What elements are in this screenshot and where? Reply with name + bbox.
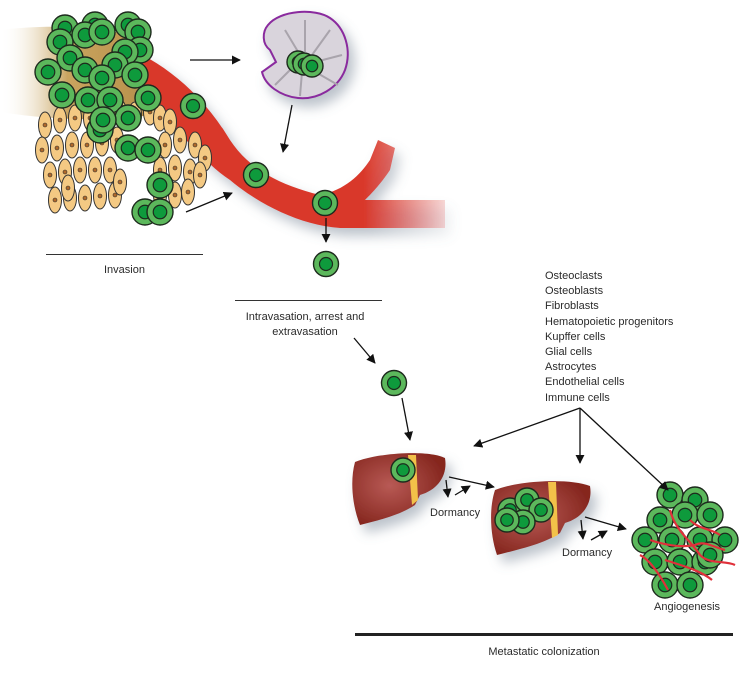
intravasation-label-line1: Intravasation, arrest and — [245, 311, 365, 323]
tumor-cell — [89, 106, 117, 134]
arrow-dormancy1-up — [454, 485, 471, 496]
arrow-dormancy2-up — [590, 530, 608, 541]
blood-vessel — [120, 45, 445, 228]
arrow-liver2-angio — [584, 516, 627, 532]
tumor-cell — [74, 86, 102, 114]
tumor-cell — [300, 54, 324, 78]
stromal-cell-item: Hematopoietic progenitors — [545, 315, 674, 328]
dormancy-label-1: Dormancy — [430, 507, 481, 519]
epithelial-cell — [181, 178, 195, 206]
tumor-cell — [134, 84, 162, 112]
stromal-cell-item: Osteoblasts — [545, 285, 604, 298]
arrow-to-vessel — [185, 191, 233, 213]
angiogenesis-label: Angiogenesis — [654, 601, 721, 613]
epithelial-cell — [168, 154, 182, 182]
arrow-stroma-angio — [579, 407, 669, 491]
tumor-cell — [390, 457, 416, 483]
tumor-cell — [146, 198, 174, 226]
arrow-platelets-to-vessel — [280, 104, 293, 153]
tumor-cells-in-platelets — [286, 50, 324, 78]
intravasation-rule — [235, 300, 382, 301]
angiogenic-vessels — [639, 509, 736, 591]
stromal-cell-item: Kupffer cells — [545, 330, 606, 343]
invasion-rule — [46, 254, 203, 255]
epithelial-cell — [93, 182, 107, 210]
epithelial-cell — [173, 126, 187, 154]
epithelial-cell — [158, 131, 172, 159]
dormancy-label-2: Dormancy — [562, 547, 613, 559]
epithelial-cell — [35, 136, 49, 164]
tumor-cell — [641, 548, 669, 576]
tumor-cell — [380, 369, 408, 397]
tumor-cell — [646, 506, 674, 534]
tumor-cell — [48, 81, 76, 109]
angiogenic-tumor — [631, 481, 739, 599]
tumor-cell — [242, 161, 270, 189]
tumor-cell — [146, 171, 174, 199]
liver-tumor-cells — [390, 457, 554, 535]
epithelial-cell — [188, 131, 202, 159]
stromal-cell-item: Fibroblasts — [545, 300, 599, 313]
stromal-cell-list: Osteoclasts Osteoblasts Fibroblasts Hema… — [545, 269, 673, 406]
epithelial-cell — [68, 104, 82, 132]
epithelial-cell — [73, 156, 87, 184]
arrow-liver1-liver2 — [448, 476, 495, 490]
tumor-cell — [114, 104, 142, 132]
epithelial-cell — [78, 184, 92, 212]
epithelial-cell — [61, 174, 75, 202]
arrow-dormancy2-down — [577, 519, 587, 540]
primary-tumor — [34, 11, 174, 226]
tumor-cell — [666, 548, 694, 576]
epithelial-cell — [65, 131, 79, 159]
epithelial-cell — [48, 186, 62, 214]
epithelial-cell — [193, 161, 207, 189]
tumor-cell — [528, 497, 554, 523]
tumor-cell — [696, 501, 724, 529]
tumor-cell — [121, 61, 149, 89]
epithelial-cell — [103, 156, 117, 184]
arrows — [185, 55, 669, 541]
stromal-cell-item: Astrocytes — [545, 361, 597, 374]
tumor-cell — [179, 92, 207, 120]
epithelial-cell — [53, 106, 67, 134]
arrow-dormancy1-down — [442, 479, 452, 498]
tumor-cell — [312, 250, 340, 278]
intravasation-label-line2: extravasation — [272, 326, 338, 338]
tumor-cell — [311, 189, 339, 217]
stromal-cell-item: Glial cells — [545, 346, 593, 359]
epithelial-cell — [38, 111, 52, 139]
circulating-tumor-cells — [179, 92, 408, 397]
tumor-cell — [34, 58, 62, 86]
arrow-stroma-liver1 — [473, 407, 581, 448]
tumor-cell — [88, 18, 116, 46]
colonization-label: Metastatic colonization — [488, 646, 600, 658]
stromal-cell-item: Immune cells — [545, 391, 610, 404]
colonization-rule — [355, 633, 733, 636]
tumor-cell — [494, 507, 520, 533]
tumor-cell — [676, 571, 704, 599]
stromal-cell-item: Osteoclasts — [545, 270, 603, 282]
invasion-label: Invasion — [104, 264, 145, 276]
epithelial-cell — [163, 108, 177, 136]
arrow-to-circulating — [353, 337, 376, 364]
tumor-cell — [134, 136, 162, 164]
stromal-cell-item: Endothelial cells — [545, 376, 625, 389]
epithelial-cell — [50, 134, 64, 162]
epithelial-cell — [88, 156, 102, 184]
tumor-cell — [96, 86, 124, 114]
epithelial-cell — [43, 161, 57, 189]
epithelial-cell — [113, 168, 127, 196]
arrow-to-liver — [401, 397, 413, 441]
